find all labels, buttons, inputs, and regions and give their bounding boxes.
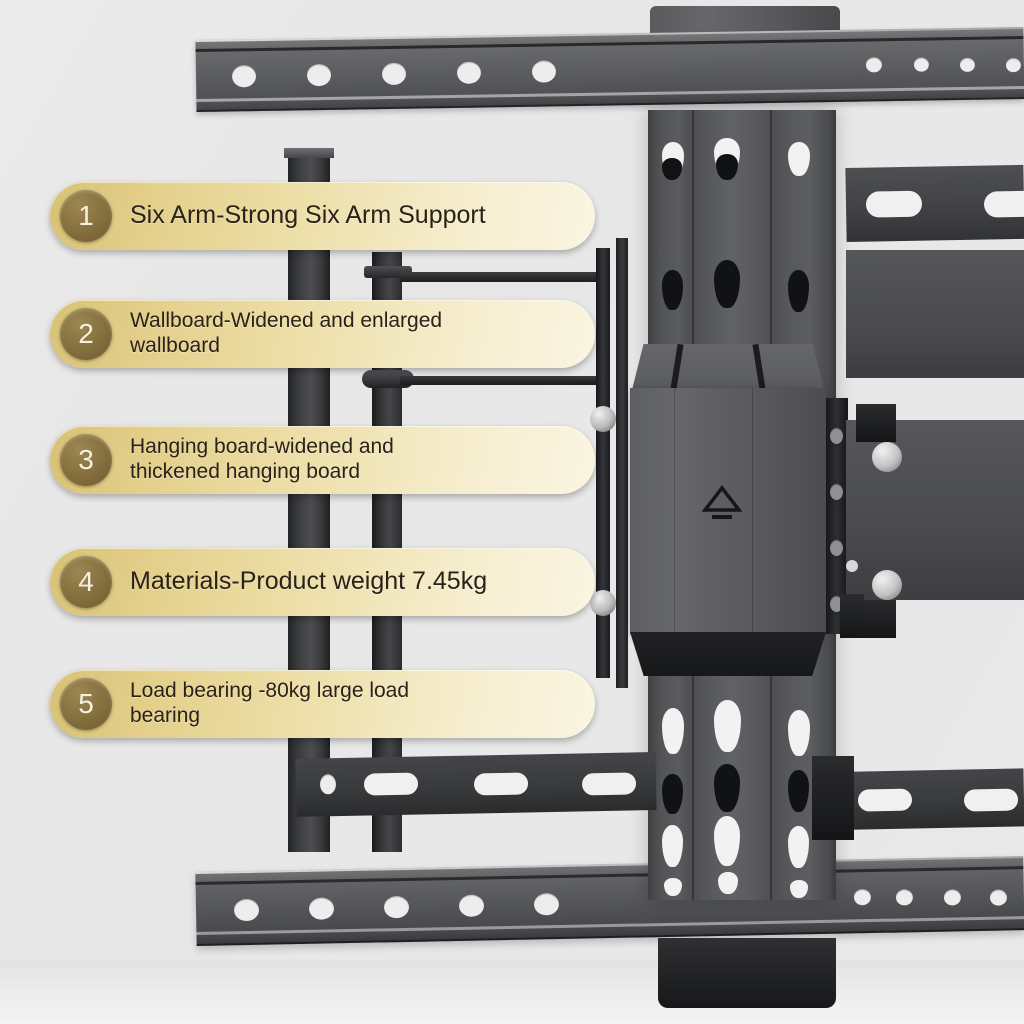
- callout-number-5: 5: [60, 678, 112, 730]
- arm-block-bottom-shadow: [630, 632, 826, 676]
- hinge-hole: [830, 484, 843, 500]
- block-crease: [674, 388, 675, 634]
- keyhole-slot: [662, 270, 683, 310]
- callout-item-2[interactable]: 2 Wallboard-Widened and enlarged wallboa…: [50, 300, 595, 368]
- articulating-arm-block: [630, 388, 826, 634]
- arm-pivot-joint: [590, 406, 616, 432]
- lower-bracket-connector: [812, 756, 854, 840]
- right-arm-knuckle: [872, 442, 902, 472]
- callout-number-1: 1: [60, 190, 112, 242]
- keyhole-slot: [788, 142, 810, 176]
- callout-item-5[interactable]: 5 Load bearing -80kg large load bearing: [50, 670, 595, 738]
- keyhole-slot: [662, 158, 682, 180]
- callout-item-1[interactable]: 1 Six Arm-Strong Six Arm Support: [50, 182, 595, 250]
- arm-block-hinge-strip: [826, 398, 848, 634]
- keyhole-slot: [790, 880, 808, 898]
- arm-pivot-joint: [590, 590, 616, 616]
- mount-foot: [658, 938, 836, 1008]
- block-crease: [752, 388, 753, 634]
- lower-hardware-pin: [846, 560, 858, 572]
- articulating-arm-block-top-bevel: [632, 344, 824, 390]
- keyhole-slot: [662, 708, 684, 754]
- callout-item-3[interactable]: 3 Hanging board-widened and thickened ha…: [50, 426, 595, 494]
- keyhole-slot: [662, 774, 683, 814]
- right-arm-knuckle: [872, 570, 902, 600]
- hinge-hole: [830, 540, 843, 556]
- callout-number-3: 3: [60, 434, 112, 486]
- callout-text-2: Wallboard-Widened and enlarged wallboard: [130, 309, 443, 357]
- callout-text-4: Materials-Product weight 7.45kg: [130, 567, 488, 596]
- background-floor: [0, 960, 1024, 1024]
- keyhole-slot: [788, 270, 809, 312]
- tv-bracket-left-upright-cap: [284, 148, 334, 158]
- keyhole-slot: [714, 260, 740, 308]
- arm-vertical-rail: [616, 238, 628, 688]
- keyhole-slot: [714, 700, 741, 752]
- keyhole-slot: [788, 826, 809, 868]
- right-arm-clamp: [856, 404, 896, 442]
- keyhole-slot: [716, 154, 738, 180]
- keyhole-slot: [788, 770, 809, 812]
- arm-link-upper: [400, 272, 610, 282]
- callout-item-4[interactable]: 4 Materials-Product weight 7.45kg: [50, 548, 595, 616]
- arm-link-mid: [400, 376, 610, 385]
- up-arrow-marking: [702, 485, 742, 519]
- lower-hardware-block: [840, 594, 864, 638]
- right-extension-arm-upper: [846, 250, 1024, 378]
- keyhole-slot: [718, 872, 738, 894]
- hinge-hole: [830, 428, 843, 444]
- callout-text-3: Hanging board-widened and thickened hang…: [130, 435, 394, 483]
- keyhole-slot: [714, 764, 740, 812]
- callout-text-1: Six Arm-Strong Six Arm Support: [130, 201, 486, 230]
- callout-number-2: 2: [60, 308, 112, 360]
- callout-text-5: Load bearing -80kg large load bearing: [130, 679, 410, 727]
- keyhole-slot: [714, 816, 740, 866]
- arm-vertical-rail: [596, 248, 610, 678]
- keyhole-slot: [662, 825, 683, 867]
- hinge-hole: [830, 596, 843, 612]
- callout-number-4: 4: [60, 556, 112, 608]
- keyhole-slot: [664, 878, 682, 896]
- keyhole-slot: [788, 710, 810, 756]
